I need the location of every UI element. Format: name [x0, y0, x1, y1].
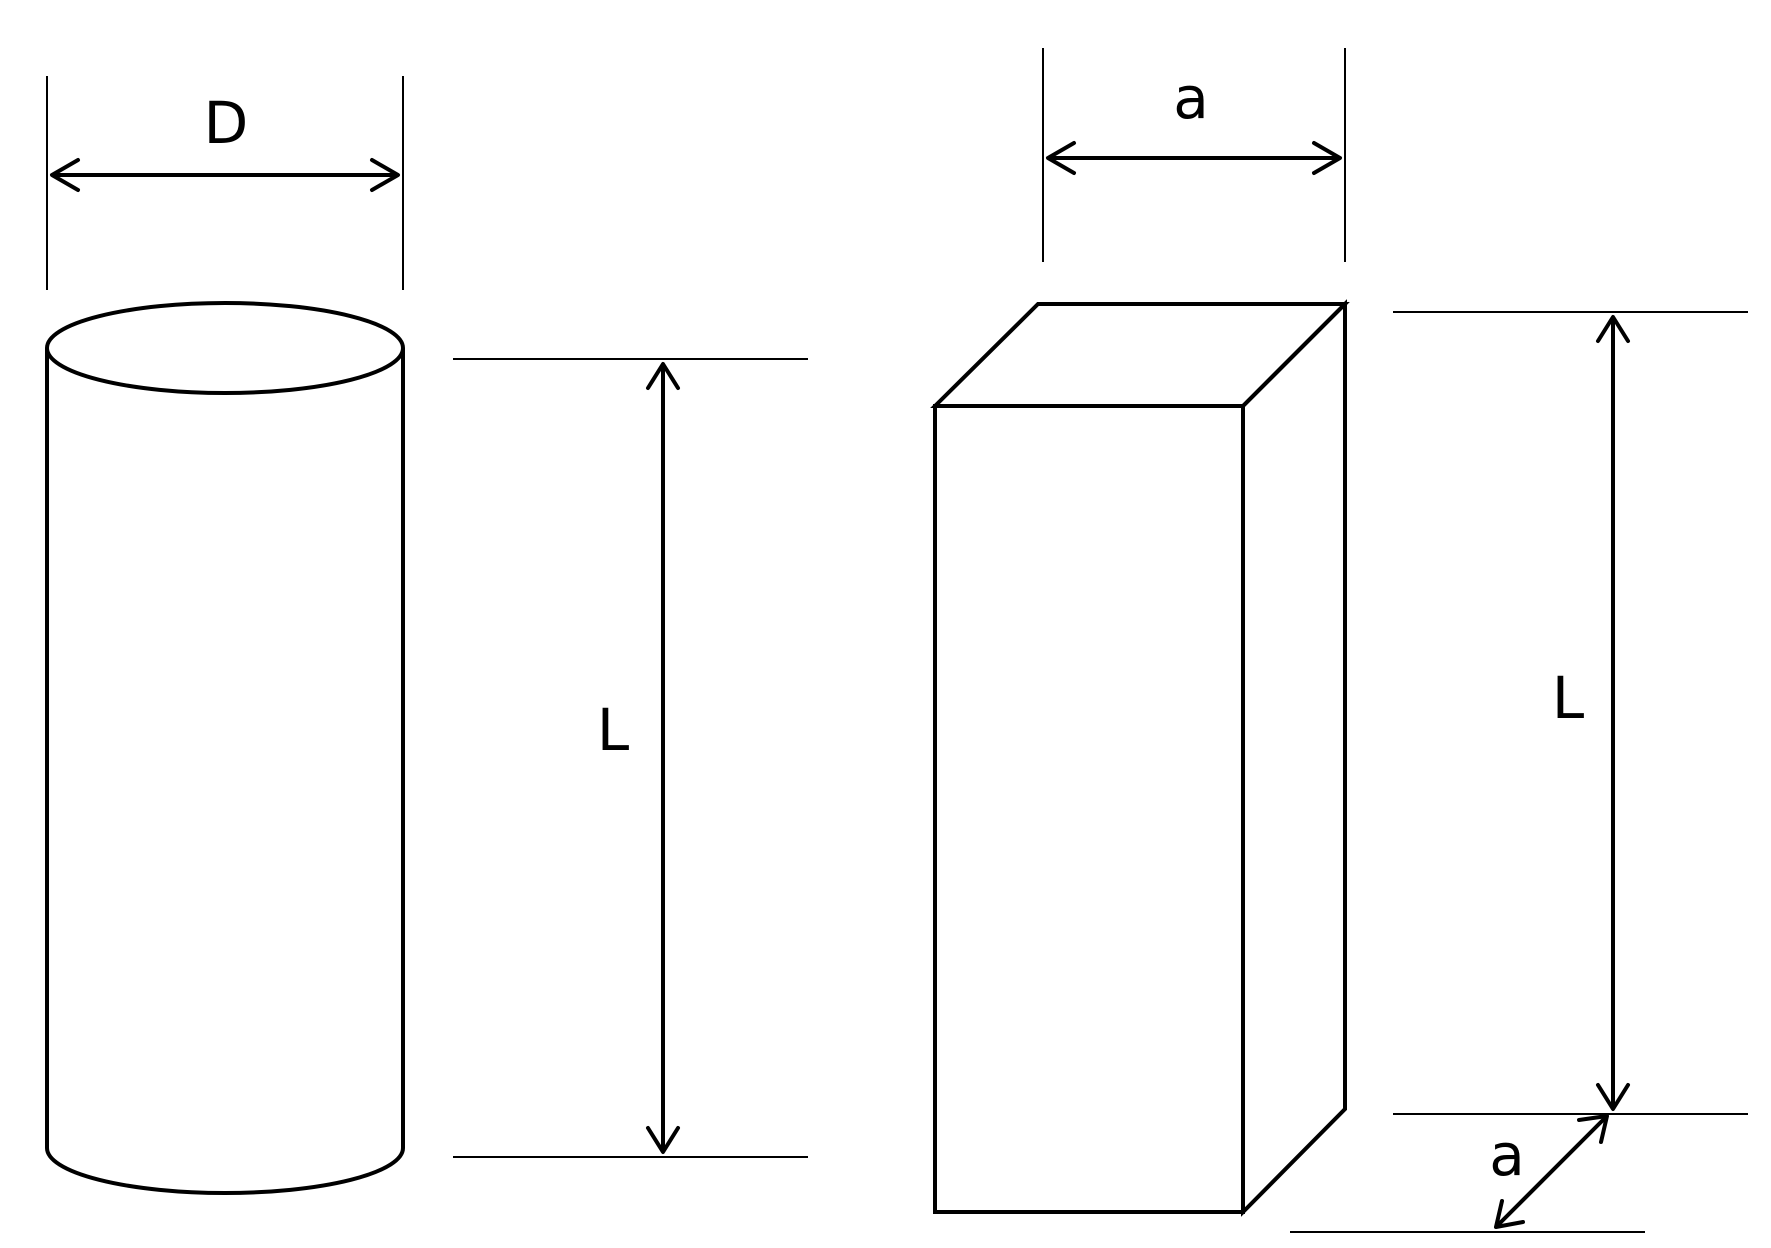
depth-arrowhead-lower	[1494, 1199, 1525, 1229]
prism-depth-dimension: a	[1290, 1114, 1645, 1233]
cylinder-specimen	[45, 301, 405, 1195]
prism-top-face	[930, 302, 1350, 408]
prism-length-dimension: L	[1393, 311, 1748, 1115]
diameter-arrowhead-left	[50, 158, 80, 192]
diameter-label: D	[204, 89, 249, 157]
prism-front-face	[933, 404, 1245, 1214]
cylinder-diameter-dimension: D	[46, 76, 404, 290]
cylinder-bottom-edge	[45, 1147, 405, 1195]
prism-length-label: L	[1552, 664, 1584, 732]
cylinder-length-arrowhead-top	[646, 362, 680, 390]
prism-width-dimension: a	[1042, 48, 1346, 262]
prism-length-arrowhead-top	[1596, 315, 1630, 343]
cylinder-top-face	[45, 301, 405, 395]
depth-arrow-line	[1494, 1114, 1609, 1229]
cylinder-length-dimension: L	[453, 358, 808, 1158]
prism-length-arrowhead-bottom	[1596, 1083, 1630, 1111]
cylinder-length-arrowhead-bottom	[646, 1126, 680, 1154]
width-arrowhead-right	[1312, 141, 1342, 175]
diameter-arrowhead-right	[370, 158, 400, 192]
depth-arrowhead-upper	[1577, 1114, 1609, 1144]
width-arrowhead-left	[1046, 141, 1076, 175]
prism-depth-label: a	[1489, 1121, 1525, 1189]
prism-specimen	[930, 299, 1350, 1217]
cylinder-length-label: L	[597, 696, 629, 764]
prism-side-face	[1241, 299, 1347, 1217]
prism-width-label: a	[1173, 64, 1209, 132]
